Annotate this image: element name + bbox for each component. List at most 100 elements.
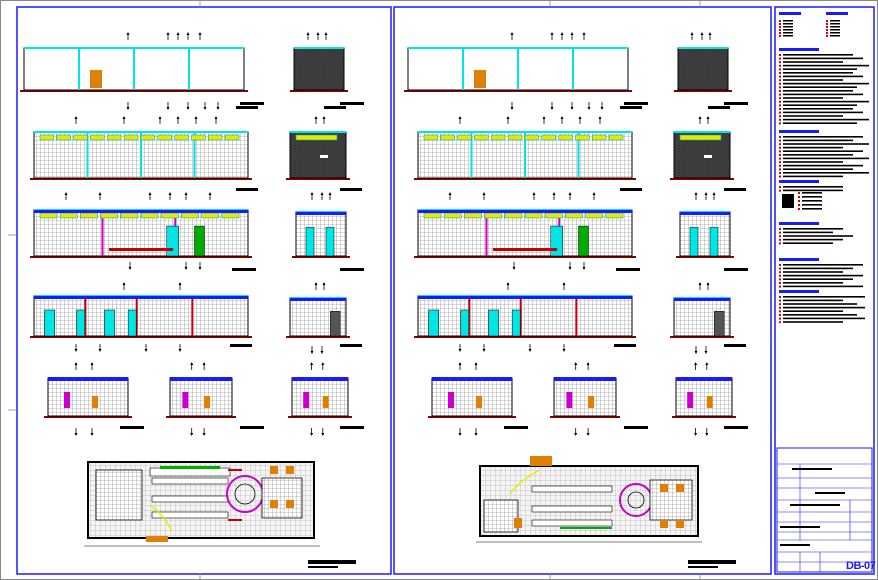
section-marker-icon <box>782 194 794 208</box>
level-arrow-icon <box>202 428 206 436</box>
level-arrow-icon <box>306 32 310 40</box>
level-arrow-icon <box>208 192 212 200</box>
level-arrow-icon <box>122 282 126 290</box>
legend-heading-bar <box>779 222 819 225</box>
legend-column <box>779 12 869 324</box>
level-arrow-icon <box>708 32 712 40</box>
level-arrow-icon <box>122 116 126 124</box>
level-arrow-icon <box>704 192 708 200</box>
view-title-bar <box>340 102 364 105</box>
level-arrow-icon <box>310 362 314 370</box>
legend-symbol-icon <box>779 72 781 74</box>
legend-heading-bar <box>826 12 848 15</box>
level-arrow-icon <box>706 282 710 290</box>
legend-symbol-icon <box>779 231 781 234</box>
furniture-symbol <box>474 70 486 88</box>
view-title-bar <box>240 426 264 429</box>
legend-symbol-icon <box>779 175 781 178</box>
view-title-bar <box>340 268 364 271</box>
fixture-symbol <box>322 396 329 408</box>
level-arrow-icon <box>698 116 702 124</box>
fixture-symbol <box>588 396 595 408</box>
level-arrow-icon <box>550 32 554 40</box>
legend-symbol-icon <box>798 208 800 210</box>
legend-symbol-icon <box>779 282 781 284</box>
elevation-view <box>672 377 736 418</box>
level-arrow-icon <box>474 428 478 436</box>
level-arrow-icon <box>706 116 710 124</box>
level-arrow-icon <box>568 262 572 270</box>
level-arrow-icon <box>506 116 510 124</box>
level-arrow-icon <box>90 362 94 370</box>
legend-symbol-icon <box>779 79 781 82</box>
legend-symbol-icon <box>779 111 781 114</box>
level-arrow-icon <box>528 344 532 352</box>
elevation-view <box>30 295 252 338</box>
elevation-view <box>30 131 252 180</box>
level-arrow-icon <box>690 32 694 40</box>
level-arrow-icon <box>458 428 462 436</box>
level-arrow-icon <box>184 192 188 200</box>
level-arrow-icon <box>198 32 202 40</box>
level-arrow-icon <box>458 344 462 352</box>
view-title-bar <box>724 102 748 105</box>
legend-symbol-icon <box>779 104 781 107</box>
view-title-bar <box>724 268 748 271</box>
legend-symbol-icon <box>779 321 781 324</box>
level-arrow-icon <box>582 32 586 40</box>
level-arrow-icon <box>176 32 180 40</box>
level-arrow-icon <box>64 192 68 200</box>
elevation-view <box>290 47 364 105</box>
level-arrow-icon <box>176 116 180 124</box>
fixture-symbol <box>706 396 713 408</box>
level-arrow-icon <box>532 192 536 200</box>
level-arrow-icon <box>98 344 102 352</box>
sheet-number: DB-07 <box>846 560 876 572</box>
level-arrow-icon <box>574 428 578 436</box>
level-arrow-icon <box>458 362 462 370</box>
view-title-bar <box>236 188 258 191</box>
legend-symbol-icon <box>779 122 781 125</box>
view-title-bar <box>120 426 144 429</box>
elevation-view <box>292 211 350 258</box>
legend-symbol-icon <box>779 75 781 78</box>
level-arrow-icon <box>574 362 578 370</box>
level-arrow-icon <box>562 282 566 290</box>
level-arrow-icon <box>314 116 318 124</box>
level-arrow-icon <box>698 282 702 290</box>
legend-symbol-icon <box>826 29 828 31</box>
legend-symbol-icon <box>779 314 781 316</box>
level-arrow-icon <box>560 116 564 124</box>
level-arrow-icon <box>190 428 194 436</box>
level-arrow-icon <box>98 192 102 200</box>
level-arrow-icon <box>586 428 590 436</box>
title-block <box>776 447 873 573</box>
fixture-symbol <box>182 392 189 408</box>
elevation-view <box>550 377 620 418</box>
level-arrow-icon <box>570 102 574 110</box>
fixture-symbol <box>566 392 573 408</box>
right-elevations-panel <box>404 32 748 436</box>
level-arrow-icon <box>570 32 574 40</box>
level-arrow-icon <box>322 282 326 290</box>
legend-symbol-icon <box>779 26 781 28</box>
legend-symbol-icon <box>779 146 781 149</box>
level-arrow-icon <box>586 362 590 370</box>
right-floor-plan <box>476 456 736 568</box>
left-floor-plan <box>84 461 356 568</box>
level-arrow-icon <box>587 102 591 110</box>
level-arrow-icon <box>198 262 202 270</box>
level-arrow-icon <box>562 344 566 352</box>
legend-symbol-icon <box>826 32 828 34</box>
legend-symbol-icon <box>779 97 781 100</box>
legend-symbol-icon <box>779 285 781 288</box>
legend-symbol-icon <box>779 228 781 230</box>
level-arrow-icon <box>458 116 462 124</box>
legend-symbol-icon <box>826 35 828 37</box>
legend-symbol-icon <box>779 20 781 22</box>
level-arrow-icon <box>550 102 554 110</box>
legend-symbol-icon <box>779 189 781 192</box>
fixture-symbol <box>303 392 310 408</box>
level-arrow-icon <box>560 32 564 40</box>
